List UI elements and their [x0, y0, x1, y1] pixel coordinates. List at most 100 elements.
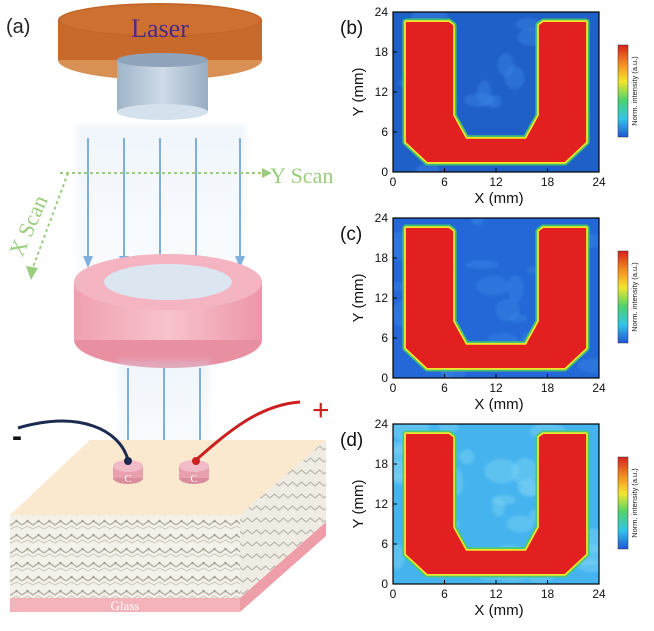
map-panel-2: 00 6 6 12 12 18 18 24 24 X (mm) Y (mm) (c) Norm. int… — [340, 211, 639, 413]
colorbar-label: Norm. intensity (a.u.) — [630, 56, 639, 126]
noise-spot — [415, 163, 441, 172]
noise-spot — [506, 515, 535, 532]
x-tick-label: 24 — [592, 587, 606, 601]
wires: - + — [12, 394, 330, 465]
y-scan-arrowhead — [262, 168, 272, 178]
electrodes: C C — [113, 460, 209, 485]
noise-spot — [393, 544, 405, 570]
x-scan-label: X Scan — [4, 191, 53, 260]
map-plot-area — [393, 424, 599, 584]
u-shape-region — [405, 22, 587, 162]
colorbar-label: Norm. intensity (a.u.) — [630, 468, 639, 538]
schematic-panel: (a) Laser — [4, 3, 333, 613]
x-tick-label: 6 — [441, 175, 448, 189]
noise-spot — [476, 275, 510, 296]
panel-label: (c) — [340, 224, 362, 245]
y-tick-label: 24 — [375, 5, 389, 19]
laser-label: Laser — [131, 14, 189, 43]
y-tick-label: 24 — [375, 211, 389, 225]
x-tick-label: 18 — [541, 175, 555, 189]
map-panel-3: 00 6 6 12 12 18 18 24 24 X (mm) Y (mm) (d) Norm. int… — [340, 417, 639, 619]
noise-spot — [464, 260, 500, 270]
lens-barrel — [117, 53, 208, 120]
y-axis-title: Y (mm) — [350, 480, 367, 529]
noise-spot — [484, 458, 519, 484]
device-top-face — [10, 440, 326, 515]
y-tick-label: 12 — [375, 291, 389, 305]
noise-spot — [509, 314, 528, 323]
x-tick-label: 6 — [441, 381, 448, 395]
y-scan-label: Y Scan — [270, 163, 333, 188]
u-shape-region — [405, 228, 587, 368]
map-panel-1: 00 6 6 12 12 18 18 24 24 X (mm) Y (mm) (b) Norm. int… — [340, 5, 639, 207]
map-plot-area — [393, 218, 599, 378]
y-tick-label: 18 — [375, 251, 389, 265]
noise-spot — [515, 17, 542, 31]
y-tick-label: 18 — [375, 45, 389, 59]
glass-label: Glass — [111, 598, 140, 613]
u-shape-region — [405, 434, 587, 574]
panel-label-a: (a) — [6, 16, 30, 38]
x-axis-title: X (mm) — [474, 396, 523, 413]
noise-spot — [463, 93, 495, 107]
device-front-face — [10, 515, 240, 598]
noise-spot — [492, 498, 505, 517]
map-plot-area — [393, 12, 599, 172]
wire-positive — [195, 400, 301, 462]
y-tick-label: 12 — [375, 85, 389, 99]
noise-spot — [577, 358, 599, 374]
x-tick-label: 18 — [541, 381, 555, 395]
y-tick-label: 0 — [381, 371, 388, 385]
y-tick-label: 24 — [375, 417, 389, 431]
y-tick-label: 12 — [375, 497, 389, 511]
x-tick-label: 0 — [390, 587, 397, 601]
svg-text:C: C — [124, 473, 131, 485]
device-block: Glass — [10, 440, 326, 613]
y-tick-label: 6 — [381, 537, 388, 551]
electrode-right: C — [179, 460, 209, 485]
x-tick-label: 24 — [592, 175, 606, 189]
positive-sign: + — [312, 394, 330, 427]
y-axis-title: Y (mm) — [350, 68, 367, 117]
colorbar — [617, 44, 629, 138]
x-tick-label: 24 — [592, 381, 606, 395]
x-axis-title: X (mm) — [474, 602, 523, 619]
device-side-face — [240, 440, 326, 598]
x-tick-label: 18 — [541, 587, 555, 601]
noise-spot — [459, 449, 474, 465]
y-tick-label: 6 — [381, 125, 388, 139]
panel-label: (d) — [340, 430, 363, 451]
negative-sign: - — [12, 420, 22, 453]
noise-spot — [497, 53, 514, 77]
x-tick-label: 12 — [489, 175, 503, 189]
focusing-cylinder — [74, 254, 262, 368]
glass-front — [10, 598, 240, 612]
x-scan-arrowhead — [26, 266, 38, 280]
panel-label: (b) — [340, 18, 363, 39]
x-tick-label: 0 — [390, 381, 397, 395]
y-axis-title: Y (mm) — [350, 274, 367, 323]
colorbar — [617, 250, 629, 344]
noise-spot — [471, 218, 485, 226]
laser-beams-upper — [76, 125, 246, 275]
noise-spot — [512, 457, 538, 486]
electrode-left: C — [113, 460, 143, 485]
x-scan-arrow — [31, 172, 69, 271]
x-tick-label: 6 — [441, 587, 448, 601]
x-tick-label: 12 — [489, 587, 503, 601]
colorbar — [617, 456, 629, 550]
x-axis-title: X (mm) — [474, 190, 523, 207]
wire-negative — [17, 419, 130, 461]
noise-spot — [507, 275, 524, 303]
x-tick-label: 12 — [489, 381, 503, 395]
colorbar-label: Norm. intensity (a.u.) — [630, 262, 639, 332]
x-tick-label: 0 — [390, 175, 397, 189]
svg-text:C: C — [190, 473, 197, 485]
glass-side — [240, 522, 326, 612]
y-tick-label: 6 — [381, 331, 388, 345]
y-tick-label: 0 — [381, 577, 388, 591]
y-tick-label: 18 — [375, 457, 389, 471]
y-tick-label: 0 — [381, 165, 388, 179]
